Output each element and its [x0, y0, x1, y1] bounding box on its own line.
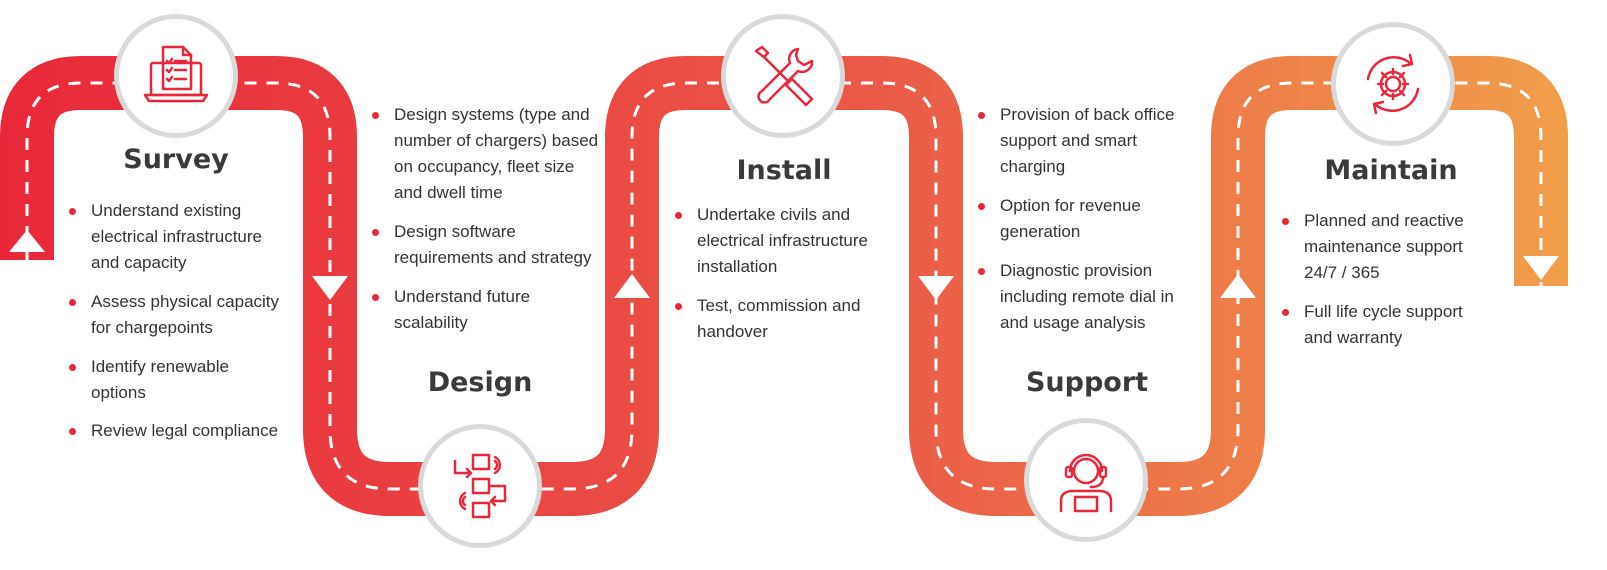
install-title: Install — [736, 155, 832, 186]
list-item: Planned and reactive maintenance support… — [1280, 208, 1485, 286]
list-item: Diagnostic provision including remote di… — [976, 258, 1181, 336]
list-item: Identify renewable options — [67, 354, 287, 406]
maintain-bullet-list: Planned and reactive maintenance support… — [1280, 208, 1485, 364]
maintain-icon-circle — [1331, 22, 1455, 146]
list-item: Test, commission and handover — [673, 293, 878, 345]
list-item: Understand future scalability — [370, 284, 600, 336]
design-bullet-list: Design systems (type and number of charg… — [370, 102, 600, 349]
install-icon-circle — [721, 14, 845, 138]
list-item: Option for revenue generation — [976, 193, 1181, 245]
flowchart-gears-icon — [453, 453, 507, 519]
list-item: Assess physical capacity for chargepoint… — [67, 289, 287, 341]
survey-icon-circle — [114, 14, 238, 138]
arrow-down-end — [1523, 256, 1559, 280]
install-bullet-list: Undertake civils and electrical infrastr… — [673, 202, 878, 358]
list-item: Design systems (type and number of charg… — [370, 102, 600, 206]
arrow-up-start — [9, 230, 45, 252]
list-item: Review legal compliance — [67, 418, 287, 444]
arrow-up-2 — [614, 274, 650, 298]
arrow-down-1 — [312, 276, 348, 300]
list-item: Design software requirements and strateg… — [370, 219, 600, 271]
maintain-title: Maintain — [1324, 155, 1458, 186]
survey-bullet-list: Understand existing electrical infrastru… — [67, 198, 287, 457]
list-item: Provision of back office support and sma… — [976, 102, 1181, 180]
wrench-screwdriver-icon — [754, 45, 814, 107]
list-item: Undertake civils and electrical infrastr… — [673, 202, 878, 280]
design-title: Design — [427, 367, 533, 398]
support-bullet-list: Provision of back office support and sma… — [976, 102, 1181, 349]
support-title: Support — [1025, 367, 1149, 398]
gear-cycle-icon — [1366, 53, 1420, 115]
arrow-up-4 — [1220, 274, 1256, 298]
arrow-down-3 — [918, 276, 954, 300]
survey-title: Survey — [123, 144, 229, 175]
list-item: Full life cycle support and warranty — [1280, 299, 1485, 351]
support-icon-circle — [1024, 418, 1148, 542]
list-item: Understand existing electrical infrastru… — [67, 198, 287, 276]
headset-agent-icon — [1059, 453, 1113, 513]
design-icon-circle — [418, 424, 542, 548]
laptop-checklist-icon — [143, 45, 209, 103]
